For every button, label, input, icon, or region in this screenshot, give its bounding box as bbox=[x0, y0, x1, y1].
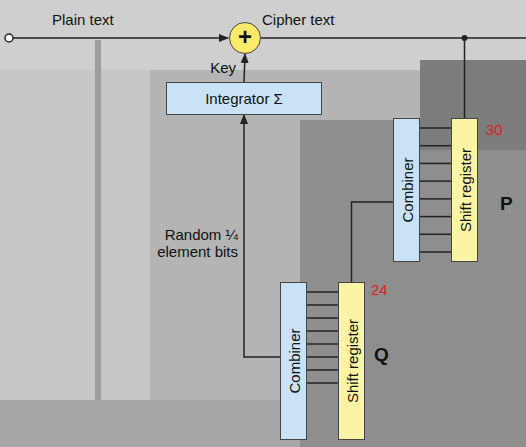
connector-line bbox=[307, 330, 338, 332]
connector-line bbox=[307, 382, 338, 384]
edge-label: Key bbox=[198, 59, 236, 76]
callout-number: 30 bbox=[486, 121, 503, 138]
signal-name: Plain text bbox=[52, 11, 114, 28]
connector-line bbox=[420, 145, 451, 147]
tap-lines bbox=[307, 292, 338, 383]
callout-number: 24 bbox=[371, 281, 388, 298]
photo-wall bbox=[0, 0, 526, 70]
connector-line bbox=[244, 54, 245, 82]
vertical-label: Shift register bbox=[456, 148, 473, 232]
connector-line bbox=[352, 202, 394, 282]
node-label: Integrator Σ bbox=[205, 90, 283, 107]
edge-label: Cipher text bbox=[262, 11, 362, 28]
photo-window bbox=[0, 70, 150, 447]
input-terminal bbox=[5, 34, 13, 42]
tap-lines bbox=[420, 128, 451, 252]
connector-line bbox=[420, 234, 451, 236]
connector-line bbox=[420, 216, 451, 218]
part-name: P bbox=[500, 193, 513, 215]
node-label: + bbox=[238, 25, 252, 49]
vertical-label: Combiner bbox=[398, 157, 415, 222]
xor-circle: + bbox=[229, 22, 261, 54]
integrator-box: Integrator Σ bbox=[166, 82, 322, 115]
connector-line bbox=[420, 127, 451, 129]
plain-text-wire bbox=[13, 37, 228, 39]
connector-line bbox=[420, 198, 451, 200]
combiner-box: Combiner bbox=[393, 118, 420, 262]
connector-line bbox=[307, 317, 338, 319]
connector bbox=[352, 202, 394, 282]
connector-line bbox=[244, 115, 280, 357]
shift-register: Shift register bbox=[338, 282, 365, 440]
vertical-label: Combiner bbox=[285, 328, 302, 393]
part-name: Q bbox=[374, 344, 389, 366]
shift-register: Shift register bbox=[451, 118, 478, 262]
edge-label: Random ¼ element bits bbox=[146, 226, 238, 260]
combiner-box: Combiner bbox=[280, 282, 307, 440]
connector-line bbox=[420, 251, 451, 253]
photo-machine bbox=[300, 120, 526, 447]
photo-post bbox=[95, 40, 101, 447]
connector-line bbox=[307, 369, 338, 371]
connector-line bbox=[307, 356, 338, 358]
connector bbox=[244, 115, 280, 357]
connector-line bbox=[420, 180, 451, 182]
cipher-text-wire bbox=[465, 37, 526, 39]
connector-line bbox=[307, 304, 338, 306]
connector-line bbox=[420, 163, 451, 165]
photo-floor bbox=[0, 400, 300, 447]
vertical-label: Shift register bbox=[343, 319, 360, 403]
connector-line bbox=[307, 291, 338, 293]
connector-line bbox=[307, 343, 338, 345]
connector bbox=[244, 54, 245, 82]
